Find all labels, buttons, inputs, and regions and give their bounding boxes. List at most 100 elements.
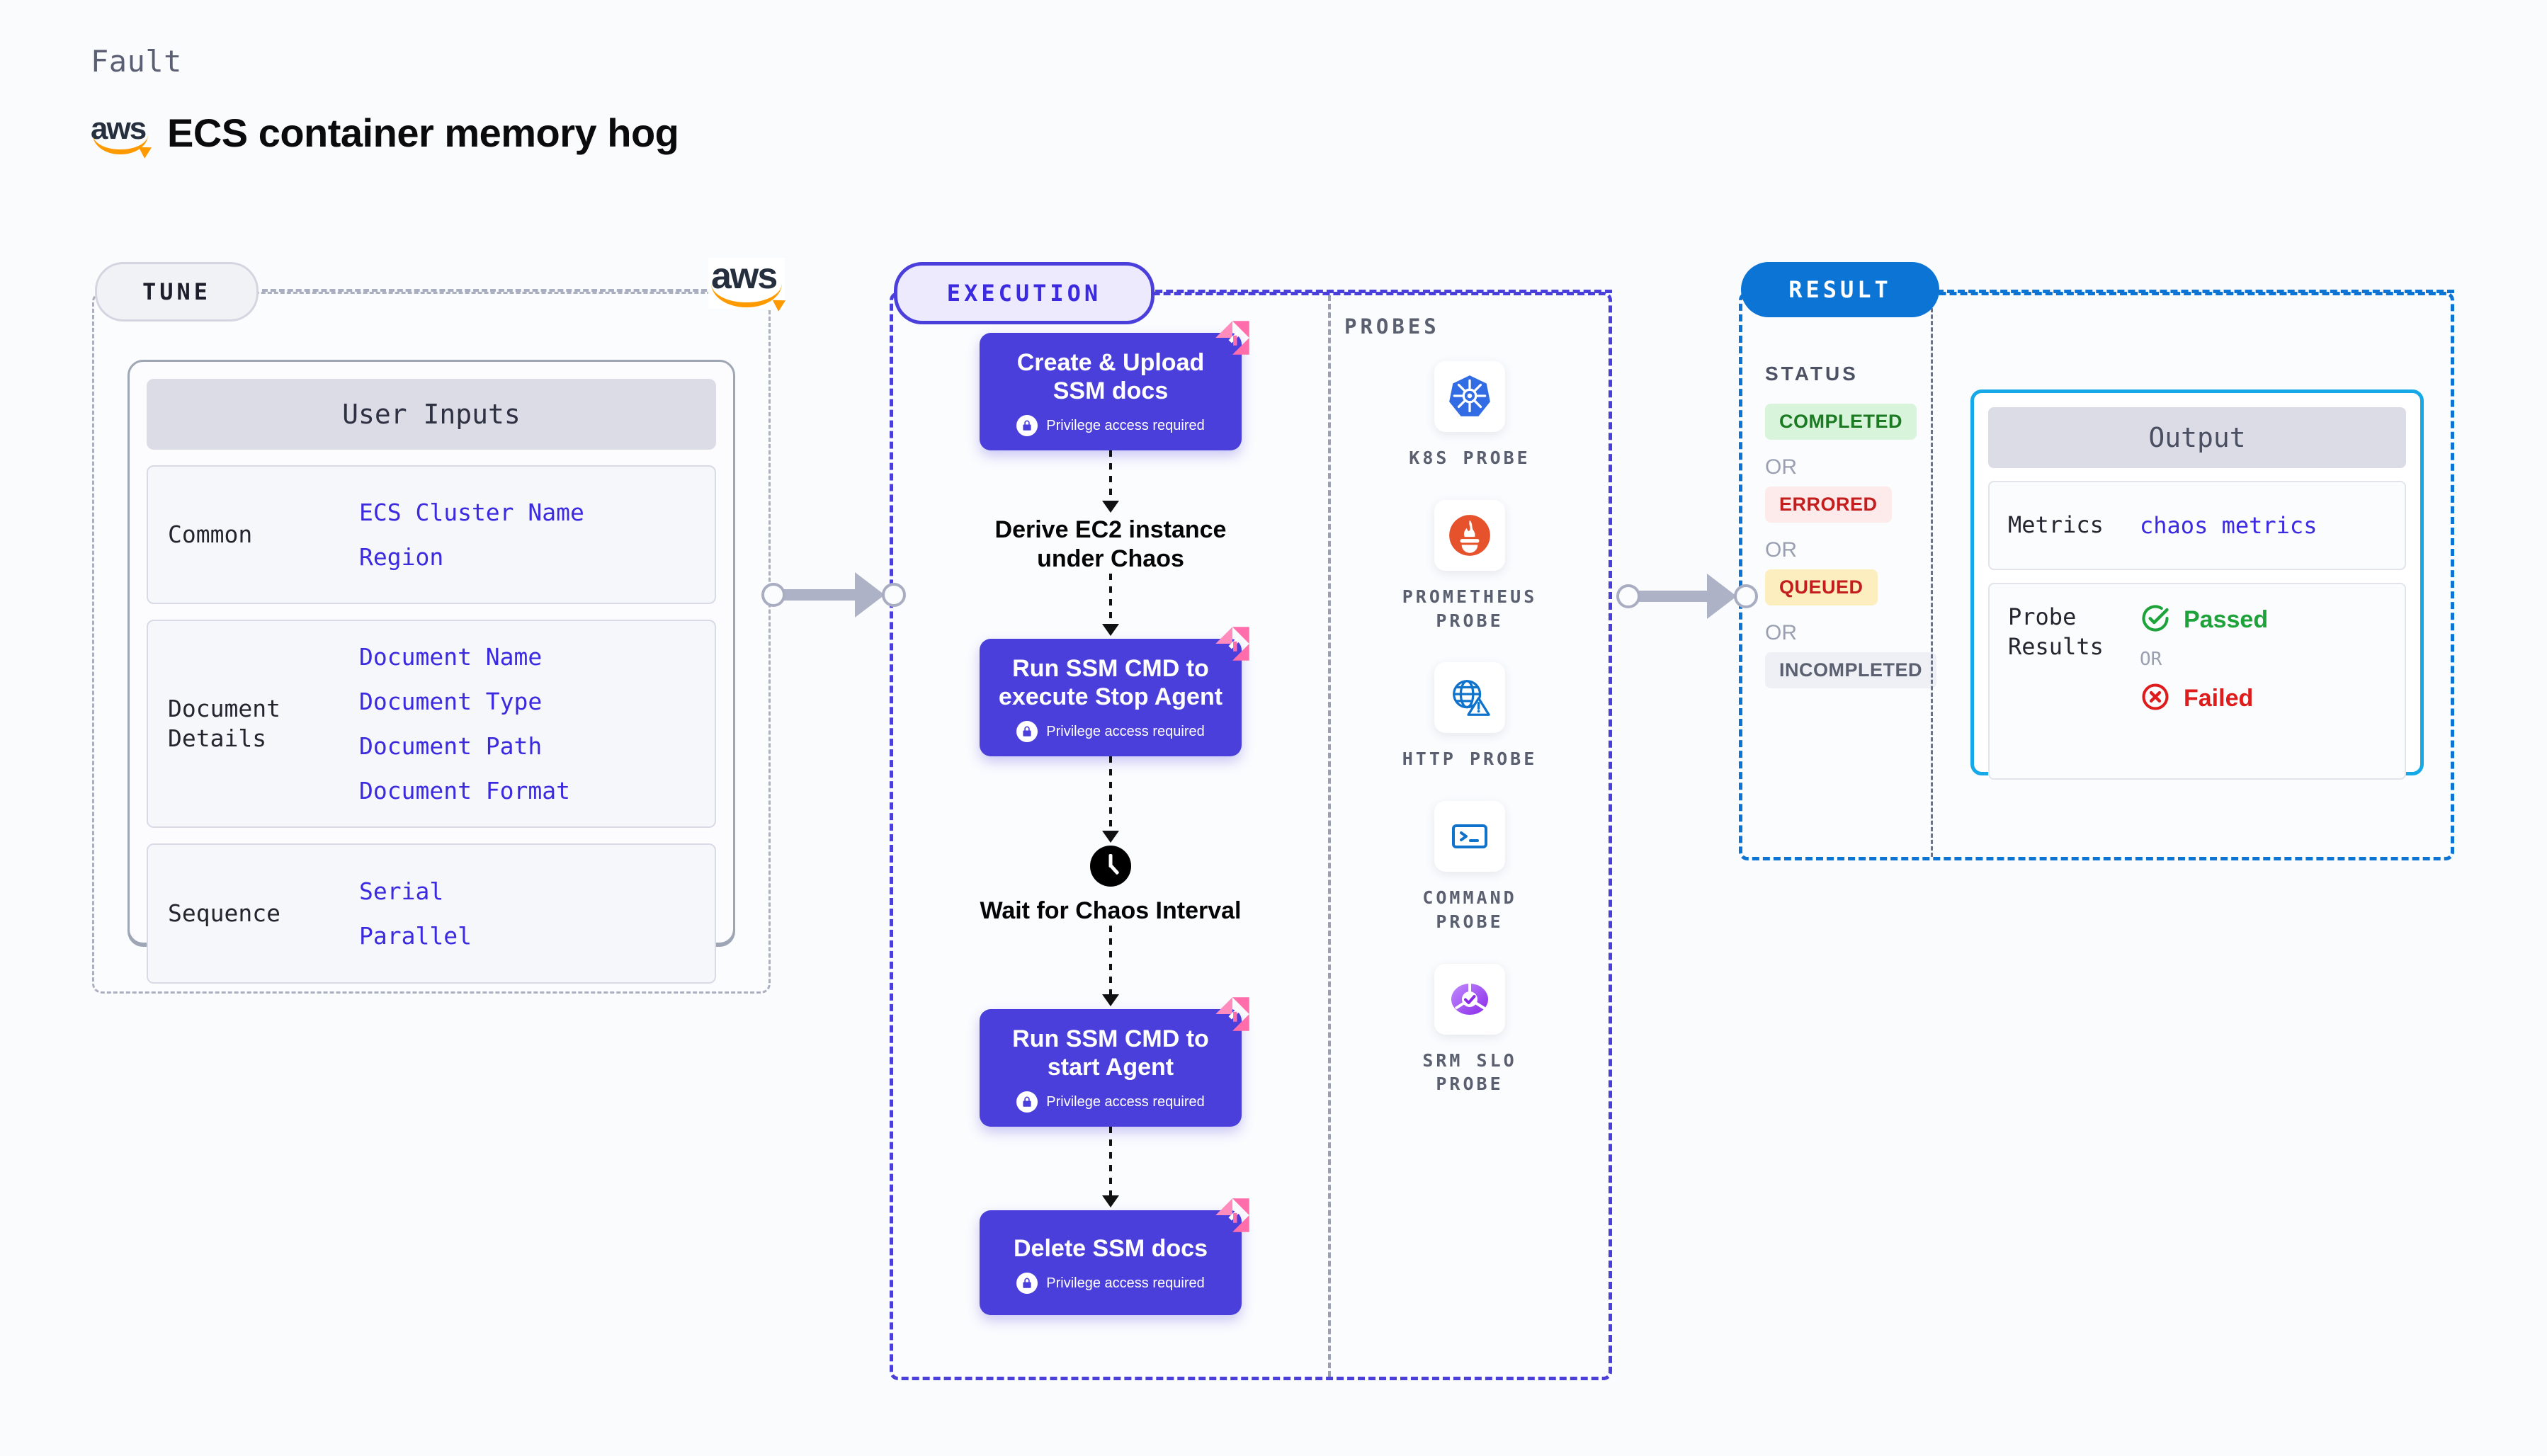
tune-section-label: Document Details bbox=[168, 694, 280, 752]
flow-node-title: Run SSM CMD to start Agent bbox=[1012, 1025, 1209, 1081]
tune-section-sequence: Sequence Serial Parallel bbox=[147, 843, 716, 984]
flow-connector bbox=[1109, 450, 1112, 516]
status-badge-errored: ERRORED bbox=[1765, 487, 1892, 523]
status-badge-incompleted: INCOMPLETED bbox=[1765, 652, 1937, 688]
clock-icon bbox=[1090, 846, 1131, 887]
probes-label: PROBES bbox=[1344, 314, 1440, 339]
or-label: OR bbox=[1765, 538, 1797, 562]
arrow-end-dot bbox=[882, 583, 906, 607]
privilege-notice: Privilege access required bbox=[992, 1091, 1229, 1113]
flow-node-create-upload-ssm-docs[interactable]: Create & Upload SSM docs Privilege acces… bbox=[980, 321, 1249, 451]
execution-pill[interactable]: EXECUTION bbox=[894, 262, 1155, 324]
probe-label: SRM SLO PROBE bbox=[1422, 1050, 1517, 1095]
flow-node-title: Derive EC2 instance under Chaos bbox=[994, 516, 1227, 573]
flow-node-delete-ssm-docs[interactable]: Delete SSM docs Privilege access require… bbox=[980, 1198, 1249, 1316]
result-connector-line bbox=[1936, 290, 2454, 293]
status-badge-queued: QUEUED bbox=[1765, 569, 1878, 605]
output-title: Output bbox=[1988, 407, 2406, 468]
tune-section-document-details: Document Details Document Name Document … bbox=[147, 620, 716, 828]
probes-list: K8S PROBE PROMETHEUS PROBE bbox=[1342, 361, 1597, 1096]
tune-pill[interactable]: TUNE bbox=[95, 262, 259, 322]
or-label: OR bbox=[1765, 621, 1797, 644]
flow-node-wait-for-chaos-interval: Wait for Chaos Interval bbox=[962, 846, 1259, 926]
tune-value[interactable]: Serial bbox=[359, 877, 444, 905]
arrow-end-dot bbox=[1734, 584, 1758, 608]
srm-slo-icon bbox=[1434, 963, 1505, 1035]
probe-label: HTTP PROBE bbox=[1402, 749, 1538, 770]
tune-value[interactable]: Document Name bbox=[359, 643, 543, 671]
prometheus-icon bbox=[1434, 499, 1505, 571]
harness-chaos-mark-icon bbox=[1215, 627, 1249, 661]
execution-connector-line bbox=[1145, 290, 1612, 293]
terminal-icon bbox=[1434, 801, 1505, 872]
execution-flow: Create & Upload SSM docs Privilege acces… bbox=[893, 321, 1328, 1316]
result-pill[interactable]: RESULT bbox=[1741, 262, 1939, 317]
x-circle-icon bbox=[2140, 681, 2171, 716]
kubernetes-icon bbox=[1434, 361, 1505, 432]
aws-logo-icon: aws bbox=[91, 113, 150, 154]
tune-section-common: Common ECS Cluster Name Region bbox=[147, 465, 716, 604]
aws-smile-icon bbox=[93, 135, 148, 154]
page-header: Fault aws ECS container memory hog bbox=[91, 44, 679, 156]
http-globe-icon bbox=[1434, 662, 1505, 734]
tune-value[interactable]: Parallel bbox=[359, 922, 472, 950]
user-inputs-card: User Inputs Common ECS Cluster Name Regi… bbox=[127, 360, 735, 984]
probe-item-srm-slo[interactable]: SRM SLO PROBE bbox=[1388, 963, 1551, 1097]
tune-section-label: Sequence bbox=[168, 899, 280, 927]
privilege-text: Privilege access required bbox=[1046, 1093, 1205, 1110]
page-title: ECS container memory hog bbox=[167, 110, 679, 155]
flow-node-derive-ec2-instance: Derive EC2 instance under Chaos bbox=[962, 516, 1259, 574]
tune-value[interactable]: ECS Cluster Name bbox=[359, 499, 584, 526]
page-title-row: aws ECS container memory hog bbox=[91, 110, 679, 156]
probes-divider bbox=[1328, 295, 1331, 1377]
aws-logo-icon: aws bbox=[708, 258, 785, 309]
probe-label: PROMETHEUS PROBE bbox=[1402, 586, 1538, 631]
probe-item-k8s[interactable]: K8S PROBE bbox=[1388, 361, 1551, 470]
probe-item-prometheus[interactable]: PROMETHEUS PROBE bbox=[1388, 499, 1551, 633]
page-kicker: Fault bbox=[91, 44, 182, 79]
flow-connector bbox=[1109, 1127, 1112, 1210]
result-status-divider bbox=[1931, 295, 1933, 857]
probe-label: COMMAND PROBE bbox=[1422, 887, 1517, 932]
flow-connector bbox=[1109, 925, 1112, 1009]
tune-value[interactable]: Document Format bbox=[359, 777, 571, 804]
arrow-bar bbox=[783, 589, 861, 601]
metrics-label: Metrics bbox=[2008, 511, 2104, 539]
tune-section-label: Common bbox=[168, 520, 253, 548]
arrow-head bbox=[1707, 574, 1737, 619]
tune-value[interactable]: Document Path bbox=[359, 732, 543, 760]
privilege-text: Privilege access required bbox=[1046, 723, 1205, 739]
arrow-start-dot bbox=[1616, 584, 1640, 608]
tune-value[interactable]: Document Type bbox=[359, 688, 543, 715]
probe-result-passed: Passed bbox=[2140, 603, 2268, 637]
privilege-text: Privilege access required bbox=[1046, 1275, 1205, 1291]
aws-smile-icon bbox=[711, 283, 782, 308]
metrics-value[interactable]: chaos metrics bbox=[2140, 512, 2318, 539]
flow-connector bbox=[1109, 756, 1112, 846]
probe-item-command[interactable]: COMMAND PROBE bbox=[1388, 801, 1551, 934]
flow-node-run-ssm-start-agent[interactable]: Run SSM CMD to start Agent Privilege acc… bbox=[980, 997, 1249, 1127]
tune-connector-line bbox=[262, 289, 715, 292]
flow-connector bbox=[1109, 573, 1112, 639]
or-label: OR bbox=[1765, 455, 1797, 479]
privilege-notice: Privilege access required bbox=[992, 415, 1229, 437]
tune-section-values: Serial Parallel bbox=[359, 877, 472, 950]
probe-item-http[interactable]: HTTP PROBE bbox=[1388, 662, 1551, 771]
status-column: STATUS COMPLETED OR ERRORED OR QUEUED OR… bbox=[1765, 363, 1937, 688]
probe-label: K8S PROBE bbox=[1409, 448, 1531, 468]
check-circle-icon bbox=[2140, 603, 2171, 637]
harness-chaos-mark-icon bbox=[1215, 321, 1249, 355]
flow-node-title: Delete SSM docs bbox=[1014, 1235, 1208, 1263]
flow-node-run-ssm-stop-agent[interactable]: Run SSM CMD to execute Stop Agent Privil… bbox=[980, 627, 1249, 757]
tune-value[interactable]: Region bbox=[359, 543, 444, 571]
tune-section-values: Document Name Document Type Document Pat… bbox=[359, 643, 570, 804]
flow-node-title: Create & Upload SSM docs bbox=[1016, 349, 1205, 405]
passed-text: Passed bbox=[2184, 606, 2269, 633]
harness-chaos-mark-icon bbox=[1215, 1198, 1249, 1232]
arrow-tune-to-execution bbox=[761, 572, 906, 618]
probe-results-label: Probe Results bbox=[2008, 603, 2104, 660]
arrow-head bbox=[855, 572, 885, 618]
output-section-metrics: Metrics chaos metrics bbox=[1988, 481, 2406, 570]
arrow-start-dot bbox=[761, 583, 785, 607]
flow-node-title: Run SSM CMD to execute Stop Agent bbox=[998, 654, 1223, 710]
